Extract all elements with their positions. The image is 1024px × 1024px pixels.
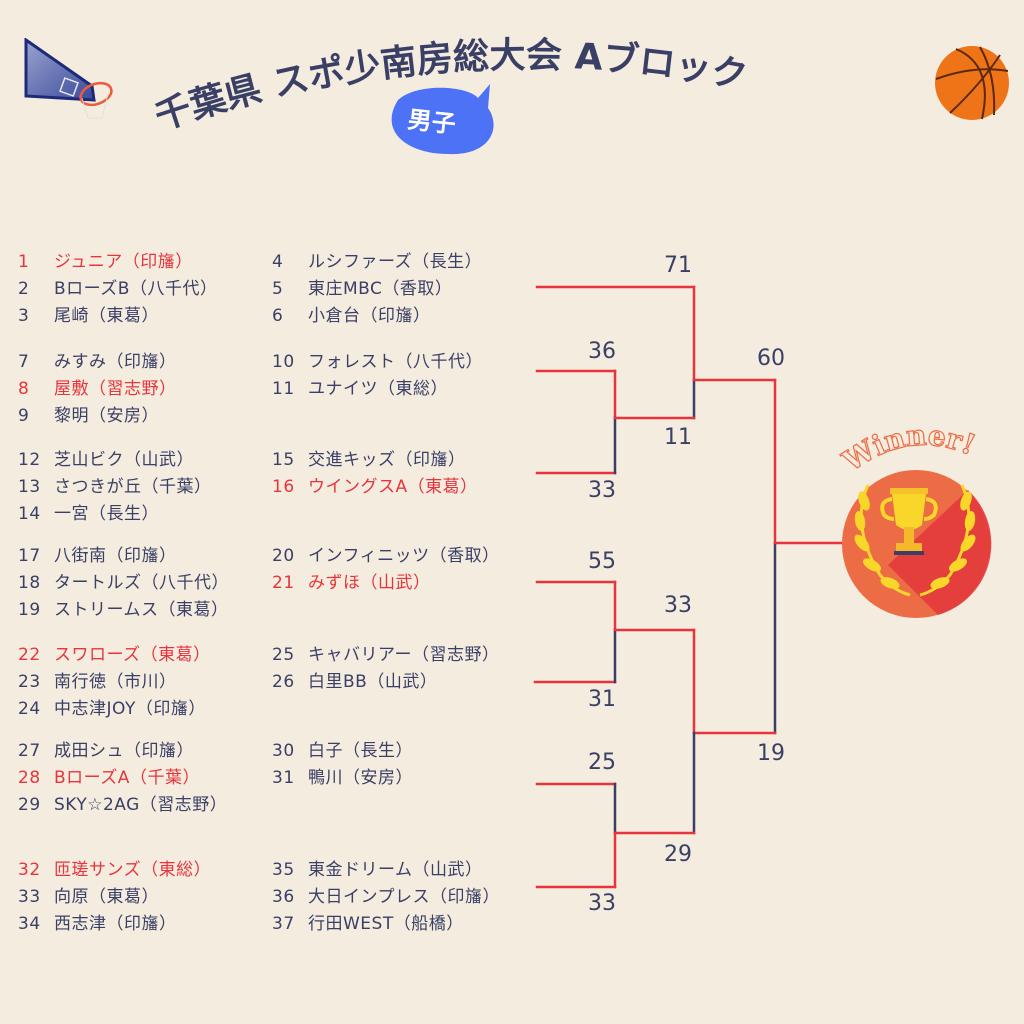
score-label: 55: [588, 549, 616, 574]
score-label: 19: [757, 741, 785, 766]
score-label: 71: [664, 253, 692, 278]
page-title: 千葉県 スポ少南房総大会 Aブロック: [150, 35, 890, 150]
basketball-hoop-icon: [22, 37, 118, 124]
score-label: 11: [664, 425, 692, 450]
score-label: 33: [588, 891, 616, 916]
score-label: 36: [588, 339, 616, 364]
score-label: 33: [664, 593, 692, 618]
score-label: 31: [588, 687, 616, 712]
score-label: 29: [664, 842, 692, 867]
score-label: 33: [588, 478, 616, 503]
score-label: 60: [757, 346, 785, 371]
winner-medal: Winner!: [828, 415, 1018, 625]
svg-text:Winner!: Winner!: [836, 419, 980, 479]
trophy-laurel-icon: [842, 470, 992, 618]
basketball-icon: [934, 45, 1010, 121]
score-label: 25: [588, 750, 616, 775]
category-badge: [378, 80, 498, 160]
category-label: 男子: [406, 105, 458, 139]
